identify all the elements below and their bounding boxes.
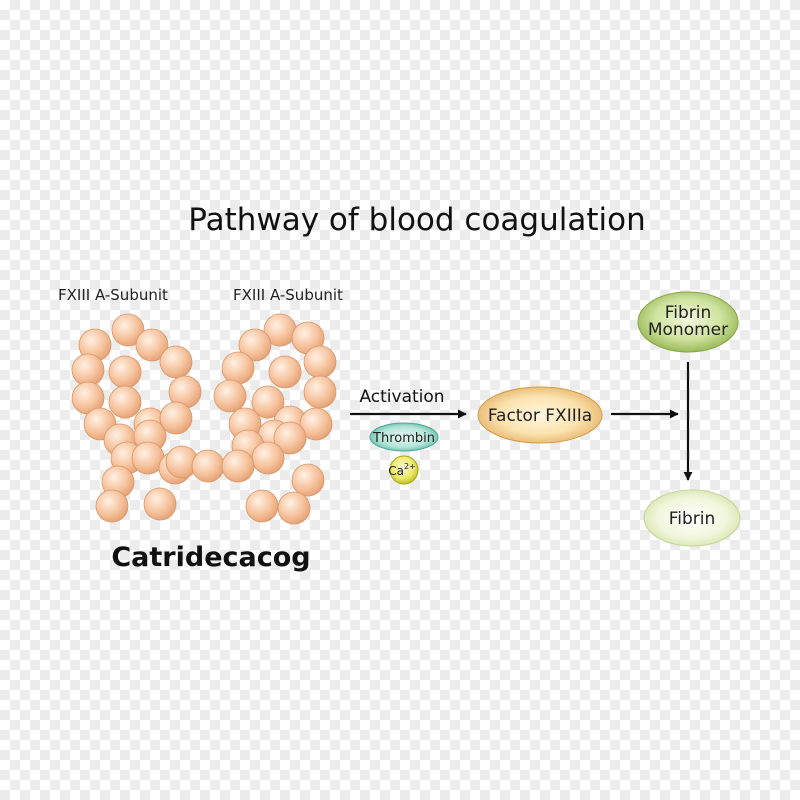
subunit-sphere [273, 421, 307, 455]
factor-fxiiia-node: Factor FXIIIa [477, 386, 603, 444]
subunit-sphere [159, 401, 193, 435]
fibrin-monomer-label-line1: Fibrin [665, 303, 712, 323]
svg-text:Ca2+: Ca2+ [388, 462, 416, 478]
subunit-sphere [251, 441, 285, 475]
thrombin-node: Thrombin [369, 422, 439, 452]
subunit-sphere [135, 328, 169, 362]
subunit-sphere [291, 463, 325, 497]
subunit-sphere [213, 379, 247, 413]
subunit-sphere [238, 328, 272, 362]
subunit-sphere [108, 385, 142, 419]
fibrin-monomer-label-line2: Monomer [648, 320, 728, 340]
calcium-charge: 2+ [404, 462, 416, 471]
thrombin-label: Thrombin [372, 431, 435, 446]
subunit-right-label: FXIII A-Subunit [233, 286, 343, 304]
fxiii-molecule-cluster [71, 313, 337, 525]
subunit-sphere [108, 355, 142, 389]
subunit-sphere [299, 407, 333, 441]
subunit-left-label: FXIII A-Subunit [58, 286, 168, 304]
subunit-sphere [159, 345, 193, 379]
subunit-sphere [245, 489, 279, 523]
activation-label: Activation [359, 387, 444, 407]
subunit-sphere [251, 385, 285, 419]
subunit-sphere [221, 449, 255, 483]
calcium-symbol: Ca [388, 464, 404, 478]
diagram-title: Pathway of blood coagulation [188, 202, 645, 238]
calcium-ion-node: Ca2+ [388, 455, 419, 485]
subunit-sphere [277, 491, 311, 525]
subunit-sphere [303, 375, 337, 409]
subunit-sphere [268, 355, 302, 389]
subunit-sphere [221, 351, 255, 385]
subunit-sphere [143, 487, 177, 521]
fibrin-node: Fibrin [643, 489, 741, 547]
fibrin-label: Fibrin [669, 509, 716, 529]
factor-fxiiia-label: Factor FXIIIa [488, 406, 592, 426]
fibrin-monomer-node: Fibrin Monomer [637, 291, 739, 353]
subunit-sphere [191, 449, 225, 483]
subunit-sphere [303, 345, 337, 379]
subunit-sphere [95, 489, 129, 523]
subunit-sphere [71, 353, 105, 387]
subunit-sphere [111, 313, 145, 347]
molecule-name: Catridecacog [111, 542, 310, 573]
